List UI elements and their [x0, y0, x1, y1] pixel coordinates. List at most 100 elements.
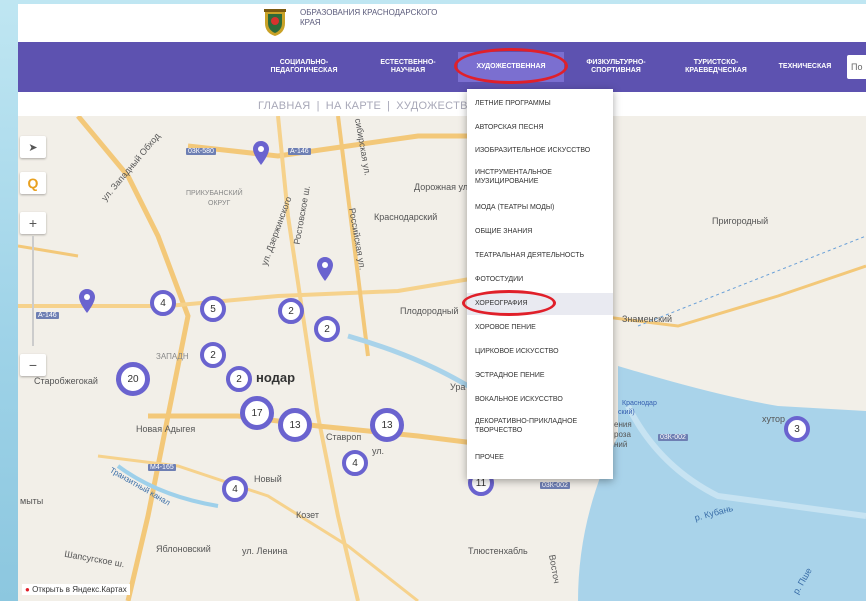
- road-badge: А-146: [36, 312, 59, 319]
- submenu-label: ФОТОСТУДИИ: [475, 276, 524, 283]
- breadcrumb-map[interactable]: НА КАРТЕ: [325, 100, 382, 112]
- minus-icon: −: [28, 357, 38, 373]
- submenu-label: ПРОЧЕЕ: [475, 454, 504, 461]
- nav-label: ФИЗКУЛЬТУРНО-: [586, 59, 646, 66]
- zoom-in-button[interactable]: +: [20, 212, 46, 234]
- map-label: Дорожная ул: [414, 182, 469, 192]
- map-cluster[interactable]: 2: [278, 298, 304, 324]
- map-label: Козет: [296, 510, 320, 520]
- map-cluster[interactable]: 4: [342, 450, 368, 476]
- breadcrumb: ГЛАВНАЯ|НА КАРТЕ|ХУДОЖЕСТВЕНН: [258, 100, 492, 112]
- map-pin-icon[interactable]: [316, 256, 334, 282]
- map-label: Новая Адыгея: [136, 424, 196, 434]
- submenu-label: ХОРЕОГРАФИЯ: [475, 300, 528, 307]
- breadcrumb-home[interactable]: ГЛАВНАЯ: [258, 100, 311, 112]
- map-label: ский): [618, 409, 635, 416]
- map-label: Новый: [254, 474, 282, 484]
- site-header: ОБРАЗОВАНИЯ КРАСНОДАРСКОГО КРАЯ: [18, 4, 866, 42]
- submenu-item[interactable]: ХОРОВОЕ ПЕНИЕ: [467, 323, 613, 332]
- map-label: хутор: [762, 414, 786, 424]
- nav-sports[interactable]: ФИЗКУЛЬТУРНО-СПОРТИВНАЯ: [566, 52, 666, 82]
- nav-natural-science[interactable]: ЕСТЕСТВЕННО-НАУЧНАЯ: [358, 52, 458, 82]
- breadcrumb-sep: |: [387, 100, 391, 112]
- submenu-item[interactable]: ВОКАЛЬНОЕ ИСКУССТВО: [467, 395, 613, 404]
- yandex-link-label: Открыть в Яндекс.Картах: [32, 585, 127, 594]
- yandex-map[interactable]: ул. Западный Обход ПРИКУБАНСКИЙ ОКРУГ ул…: [18, 116, 866, 601]
- map-cluster[interactable]: 4: [222, 476, 248, 502]
- nav-label: СОЦИАЛЬНО-: [279, 59, 329, 66]
- submenu-label: ДЕКОРАТИВНО-ПРИКЛАДНОЕ: [475, 418, 578, 425]
- org-line-1: ОБРАЗОВАНИЯ КРАСНОДАРСКОГО: [300, 8, 438, 17]
- map-cluster[interactable]: 13: [278, 408, 312, 442]
- submenu-label: ЭСТРАДНОЕ ПЕНИЕ: [475, 372, 545, 379]
- map-label: ОКРУГ: [208, 200, 231, 207]
- coat-of-arms-logo[interactable]: [262, 7, 288, 37]
- map-cluster[interactable]: 20: [116, 362, 150, 396]
- search-input[interactable]: По: [847, 55, 866, 79]
- map-cluster[interactable]: 4: [150, 290, 176, 316]
- map-label: Пригородный: [712, 216, 769, 226]
- map-label: нодар: [256, 370, 296, 385]
- breadcrumb-sep: |: [316, 100, 320, 112]
- locate-button[interactable]: ➤: [20, 136, 46, 158]
- nav-tourism[interactable]: ТУРИСТСКО-КРАЕВЕДЧЕСКАЯ: [668, 52, 764, 82]
- map-label: Яблоновский: [156, 544, 211, 554]
- submenu-item[interactable]: ЛЕТНИЕ ПРОГРАММЫ: [467, 99, 613, 108]
- submenu-item[interactable]: ТЕАТРАЛЬНАЯ ДЕЯТЕЛЬНОСТЬ: [467, 251, 613, 260]
- submenu-item[interactable]: ЭСТРАДНОЕ ПЕНИЕ: [467, 371, 613, 380]
- submenu-label: ВОКАЛЬНОЕ ИСКУССТВО: [475, 396, 563, 403]
- submenu-item[interactable]: ЦИРКОВОЕ ИСКУССТВО: [467, 347, 613, 356]
- map-cluster[interactable]: 2: [200, 342, 226, 368]
- map-label: Тлюстенхабль: [468, 546, 528, 556]
- map-search-button[interactable]: Q: [20, 172, 46, 194]
- nav-label: ЕСТЕСТВЕННО-: [380, 59, 436, 66]
- artistic-submenu: ЛЕТНИЕ ПРОГРАММЫ АВТОРСКАЯ ПЕСНЯ ИЗОБРАЗ…: [467, 89, 613, 479]
- road-badge: 03К-002: [540, 482, 570, 489]
- org-line-2: КРАЯ: [300, 18, 321, 27]
- map-cluster[interactable]: 13: [370, 408, 404, 442]
- nav-label: ХУДОЖЕСТВЕННАЯ: [476, 63, 546, 70]
- submenu-label: МОДА (ТЕАТРЫ МОДЫ): [475, 204, 555, 211]
- map-label: Краснодарский: [374, 212, 438, 222]
- submenu-item[interactable]: ПРОЧЕЕ: [467, 453, 613, 462]
- road-badge: М4-165: [148, 464, 176, 471]
- map-cluster[interactable]: 5: [200, 296, 226, 322]
- nav-technical[interactable]: ТЕХНИЧЕСКАЯ: [766, 52, 844, 82]
- submenu-item[interactable]: ИЗОБРАЗИТЕЛЬНОЕ ИСКУССТВО: [467, 146, 613, 155]
- map-cluster[interactable]: 2: [226, 366, 252, 392]
- submenu-item[interactable]: АВТОРСКАЯ ПЕСНЯ: [467, 123, 613, 132]
- submenu-label: ОБЩИЕ ЗНАНИЯ: [475, 228, 533, 235]
- map-cluster[interactable]: 17: [240, 396, 274, 430]
- map-pin-icon[interactable]: [78, 288, 96, 314]
- map-cluster[interactable]: 3: [784, 416, 810, 442]
- submenu-item[interactable]: ФОТОСТУДИИ: [467, 275, 613, 284]
- map-label: ний: [614, 440, 628, 449]
- open-in-yandex-maps-link[interactable]: ● Открыть в Яндекс.Картах: [22, 584, 130, 595]
- map-label: Знаменский: [622, 314, 673, 324]
- map-cluster[interactable]: 2: [314, 316, 340, 342]
- map-label: роза: [614, 430, 631, 439]
- submenu-item-choreography[interactable]: ХОРЕОГРАФИЯ: [467, 293, 613, 315]
- submenu-label: МУЗИЦИРОВАНИЕ: [475, 178, 539, 185]
- map-label: ения: [614, 420, 632, 429]
- submenu-label: АВТОРСКАЯ ПЕСНЯ: [475, 124, 544, 131]
- submenu-label: ИЗОБРАЗИТЕЛЬНОЕ ИСКУССТВО: [475, 147, 591, 154]
- map-pin-icon[interactable]: [252, 140, 270, 166]
- map-label: мыты: [20, 496, 44, 506]
- zoom-slider[interactable]: [32, 236, 34, 346]
- submenu-label: ТЕАТРАЛЬНАЯ ДЕЯТЕЛЬНОСТЬ: [475, 252, 585, 259]
- nav-social-pedagogical[interactable]: СОЦИАЛЬНО-ПЕДАГОГИЧЕСКАЯ: [256, 52, 352, 82]
- search-icon: Q: [27, 175, 39, 191]
- nav-label: ПЕДАГОГИЧЕСКАЯ: [270, 67, 338, 74]
- organization-name: ОБРАЗОВАНИЯ КРАСНОДАРСКОГО КРАЯ: [300, 8, 437, 28]
- submenu-item[interactable]: МОДА (ТЕАТРЫ МОДЫ): [467, 203, 613, 212]
- nav-artistic[interactable]: ХУДОЖЕСТВЕННАЯ: [458, 52, 564, 82]
- zoom-out-button[interactable]: −: [20, 354, 46, 376]
- map-label: Ставроп: [326, 432, 362, 442]
- submenu-label: ЛЕТНИЕ ПРОГРАММЫ: [475, 100, 551, 107]
- plus-icon: +: [28, 215, 38, 231]
- browser-frame: ОБРАЗОВАНИЯ КРАСНОДАРСКОГО КРАЯ СОЦИАЛЬН…: [18, 4, 866, 601]
- submenu-item[interactable]: ОБЩИЕ ЗНАНИЯ: [467, 227, 613, 236]
